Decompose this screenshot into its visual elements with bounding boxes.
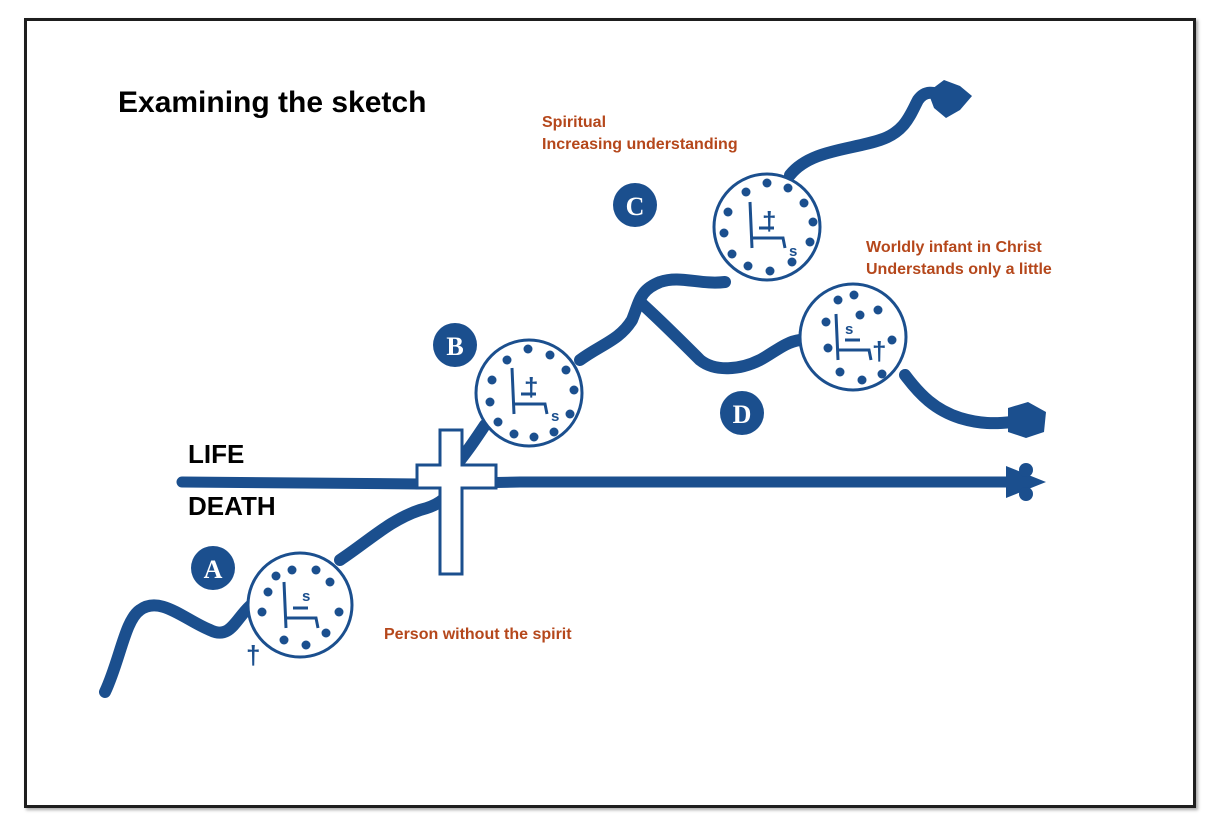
note-c-line1: Spiritual (542, 114, 606, 131)
chair-icon (834, 313, 873, 361)
spirit-dot (311, 565, 321, 575)
spirit-dot (741, 187, 751, 197)
marker-b-letter: B (446, 332, 463, 361)
cross-icon: † (246, 640, 260, 670)
spirit-dot (325, 577, 335, 587)
life-label: LIFE (188, 439, 244, 469)
note-a: Person without the spirit (384, 626, 572, 643)
spirit-dot (719, 228, 729, 238)
marker-d: D (720, 391, 764, 435)
spirit-dot (857, 375, 867, 385)
marker-a-letter: A (204, 555, 223, 584)
spirit-dot (727, 249, 737, 259)
spirit-dot (808, 217, 818, 227)
spirit-dot (263, 587, 273, 597)
chair-icon (748, 201, 787, 249)
cross-icon: † (524, 372, 538, 402)
spirit-dot (271, 571, 281, 581)
spirit-dot (887, 335, 897, 345)
circle-diagram-a: s (246, 551, 354, 659)
note-d-line1: Worldly infant in Christ (866, 239, 1042, 256)
spirit-dot (523, 344, 533, 354)
cross-icon: † (872, 336, 886, 366)
branch-path (634, 296, 1018, 430)
diagram-title: Examining the sketch (118, 86, 426, 119)
marker-a: A (191, 546, 235, 590)
marker-c-letter: C (626, 192, 645, 221)
spirit-dot (765, 266, 775, 276)
spirit-dot (561, 365, 571, 375)
spirit-dot (855, 310, 865, 320)
main-path (99, 86, 946, 698)
sketch-frame (24, 18, 1196, 808)
spirit-dot (334, 607, 344, 617)
self-icon: s (302, 588, 310, 605)
chair-icon (510, 367, 549, 415)
self-icon: s (551, 408, 559, 425)
spirit-dot (783, 183, 793, 193)
spirit-dot (529, 432, 539, 442)
self-icon: s (845, 321, 853, 338)
self-icon: s (789, 243, 797, 260)
center-cross-icon (415, 428, 498, 576)
spirit-dot (762, 178, 772, 188)
marker-c: C (613, 183, 657, 227)
spirit-dot (287, 565, 297, 575)
spirit-dot (565, 409, 575, 419)
note-c-line2: Increasing understanding (542, 136, 738, 153)
death-label: DEATH (188, 491, 276, 521)
spirit-dot (257, 607, 267, 617)
spirit-dot (823, 343, 833, 353)
marker-b: B (433, 323, 477, 367)
arrow-head-icon (1006, 466, 1046, 498)
spirit-dot (833, 295, 843, 305)
note-d-line2: Understands only a little (866, 261, 1052, 278)
chair-icon (282, 581, 320, 629)
spirit-dot (787, 257, 797, 267)
spirit-dot (493, 417, 503, 427)
circle-diagram-c: † s (712, 172, 822, 282)
spirit-dot (873, 305, 883, 315)
spirit-dot (485, 397, 495, 407)
spirit-dot (723, 207, 733, 217)
spirit-dot (877, 369, 887, 379)
spirit-dot (805, 237, 815, 247)
spirit-dot (821, 317, 831, 327)
circle-diagram-d: s † (798, 282, 908, 392)
spirit-dot (849, 290, 859, 300)
circle-diagram-b: † s (474, 338, 584, 448)
spirit-dot (301, 640, 311, 650)
cross-icon: † (762, 206, 776, 236)
spirit-dot (545, 350, 555, 360)
marker-d-letter: D (733, 400, 752, 429)
spirit-dot (549, 427, 559, 437)
spirit-dot (835, 367, 845, 377)
spirit-dot (799, 198, 809, 208)
path-end-d-icon (1008, 402, 1046, 438)
spirit-dot (743, 261, 753, 271)
spirit-dot (279, 635, 289, 645)
path-end-c-icon (928, 80, 972, 118)
spirit-dot (321, 628, 331, 638)
life-death-line (176, 463, 1046, 501)
spirit-dot (502, 355, 512, 365)
spirit-dot (487, 375, 497, 385)
spirit-dot (509, 429, 519, 439)
spirit-dot (569, 385, 579, 395)
